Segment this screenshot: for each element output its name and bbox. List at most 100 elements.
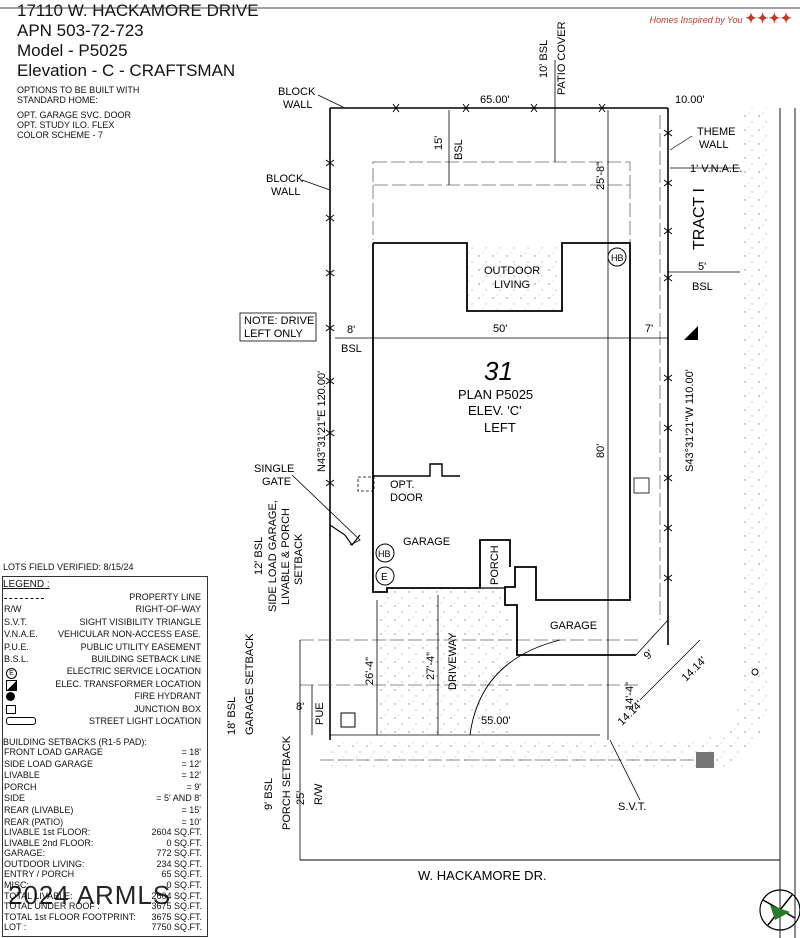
opt-label: OPT. <box>390 479 414 491</box>
note-1: NOTE: DRIVE <box>244 315 314 327</box>
street-name: W. HACKAMORE DR. <box>418 868 547 883</box>
elevation-label: Elevation - C - CRAFTSMAN <box>17 61 236 80</box>
gate-label: GATE <box>262 476 291 488</box>
row-key: ENTRY / PORCH <box>4 869 75 880</box>
row-value: 234 SQ.FT. <box>156 858 202 869</box>
dim-1414a: 14.14' <box>680 655 709 684</box>
hb-label-1: HB <box>611 253 624 263</box>
row-value: STREET LIGHT LOCATION <box>88 716 201 726</box>
legend-row: STREET LIGHT LOCATION <box>4 716 201 728</box>
row-key: LIVABLE 2nd FLOOR: <box>4 837 94 848</box>
theme-wall-label-a: THEME <box>697 126 736 138</box>
setback-row: SIDE LOAD GARAGE= 12' <box>4 759 201 771</box>
option-item-1: OPT. GARAGE SVC. DOOR <box>17 110 132 120</box>
vnae-label: 1' V.N.A.E. <box>690 163 742 175</box>
legend-row: B.S.L.BUILDING SETBACK LINE <box>4 654 201 666</box>
pue-label: PUE <box>314 702 326 725</box>
dimension-lines <box>299 60 740 860</box>
dim-9: 9' <box>642 648 656 662</box>
row-key: SIDE LOAD GARAGE <box>4 758 94 769</box>
row-value: 3675 SQ.FT. <box>151 901 202 912</box>
dim-55: 55.00' <box>481 715 511 727</box>
single-label: SINGLE <box>254 463 294 475</box>
theme-wall-triangle-icon <box>684 326 698 340</box>
options-title-2: STANDARD HOME: <box>17 95 98 105</box>
row-value: 2604 SQ.FT. <box>151 890 202 901</box>
dim-7: 7' <box>645 323 653 335</box>
row-value: = 9' <box>186 781 201 792</box>
row-value: PROPERTY LINE <box>129 592 201 602</box>
junction-box-icon <box>340 712 356 728</box>
row-value: 0 SQ.FT. <box>166 880 202 890</box>
driveway-hatch <box>380 595 510 735</box>
row-key: LOT : <box>4 922 27 933</box>
garage-apron-hatch <box>380 588 505 595</box>
row-value: 772 SQ.FT. <box>156 848 202 859</box>
setback-row: REAR (PATIO)= 10' <box>4 817 201 829</box>
legend-row: V.N.A.E.VEHICULAR NON-ACCESS EASE. <box>4 629 201 641</box>
theme-wall-label-b: WALL <box>699 139 729 151</box>
bsl-9: 9' BSL <box>263 778 275 810</box>
row-value: 65 SQ.FT. <box>161 869 202 880</box>
transformer-icon <box>6 679 17 693</box>
row-value: = 15' <box>181 805 202 815</box>
garage-setback: GARAGE SETBACK <box>244 633 256 735</box>
apn-label: APN 503-72-723 <box>17 21 144 40</box>
dim-25: 25' <box>295 791 307 805</box>
legend-box <box>2 576 208 937</box>
rw-label: R/W <box>313 783 325 805</box>
living-label: LIVING <box>494 279 530 291</box>
brand-tagline: Homes Inspired by You <box>649 15 743 25</box>
dim-15: 15' <box>433 136 445 150</box>
bearing-left: N43°31'21"E 120.00' <box>316 371 328 472</box>
bearing-right: S43°31'21"W 110.00' <box>684 369 696 472</box>
dim-10: 10.00' <box>675 94 705 106</box>
hose-bib-icon-2 <box>375 543 395 563</box>
row-value: = 12' <box>181 770 202 781</box>
side-load-2: LIVABLE & PORCH <box>280 508 292 605</box>
row-value: 7750 SQ.FT. <box>151 922 202 933</box>
row-key: GARAGE: <box>4 848 46 859</box>
row-value: = 5' AND 8' <box>156 793 201 804</box>
dim-25-8: 25'-8" <box>595 162 607 190</box>
row-key: V.N.A.E. <box>4 629 38 640</box>
side-load-1: SIDE LOAD GARAGE, <box>267 500 279 612</box>
meter-icon <box>633 477 650 494</box>
porch-hatch <box>485 593 510 605</box>
row-key: LIVABLE 1st FLOOR: <box>4 827 91 837</box>
setback-row: LIVABLE= 12' <box>4 770 201 782</box>
garage-left-outline <box>372 243 511 593</box>
row-key: REAR (LIVABLE) <box>4 805 74 815</box>
dim-65: 65.00' <box>480 94 510 106</box>
porch-label: PORCH <box>489 545 501 585</box>
street-curb <box>300 108 796 938</box>
row-key: TOTAL 1st FLOOR FOOTPRINT: <box>4 911 136 922</box>
chimney <box>373 463 460 477</box>
row-value: SIGHT VISIBILITY TRIANGLE <box>79 616 201 627</box>
fire-hydrant-icon <box>6 692 15 703</box>
brand-logo: Homes Inspired by You ✦✦✦✦ <box>650 10 792 27</box>
setback-row: FRONT LOAD GARAGE= 18' <box>4 747 201 759</box>
junction-box-icon <box>6 704 16 716</box>
transformer-icon <box>696 752 714 768</box>
dim-27-4: 27'-4" <box>425 652 437 680</box>
address-title: 17110 W. HACKAMORE DRIVE <box>17 1 259 20</box>
row-value: 2604 SQ.FT. <box>151 827 202 837</box>
row-key: TOTAL UNDER ROOF : <box>4 901 100 912</box>
dim-5: 5' <box>698 261 706 273</box>
block-wall-label-1b: WALL <box>283 99 313 111</box>
option-item-2: OPT. STUDY ILO. FLEX <box>17 120 115 130</box>
row-key: B.S.L. <box>4 654 29 664</box>
row-key: S.V.T. <box>4 616 28 627</box>
row-value: 3675 SQ.FT. <box>151 911 202 922</box>
porch-setback: PORCH SETBACK <box>281 735 293 830</box>
dim-8b: 8' <box>296 701 304 713</box>
row-value: RIGHT-OF-WAY <box>135 604 202 615</box>
side-load-3: SETBACK <box>293 533 305 585</box>
patio-cover: PATIO COVER <box>556 21 568 95</box>
row-key: PORCH <box>4 781 37 792</box>
opt-door-icon <box>357 476 375 492</box>
note-box <box>239 312 317 342</box>
plan-label: PLAN P5025 <box>458 387 533 402</box>
